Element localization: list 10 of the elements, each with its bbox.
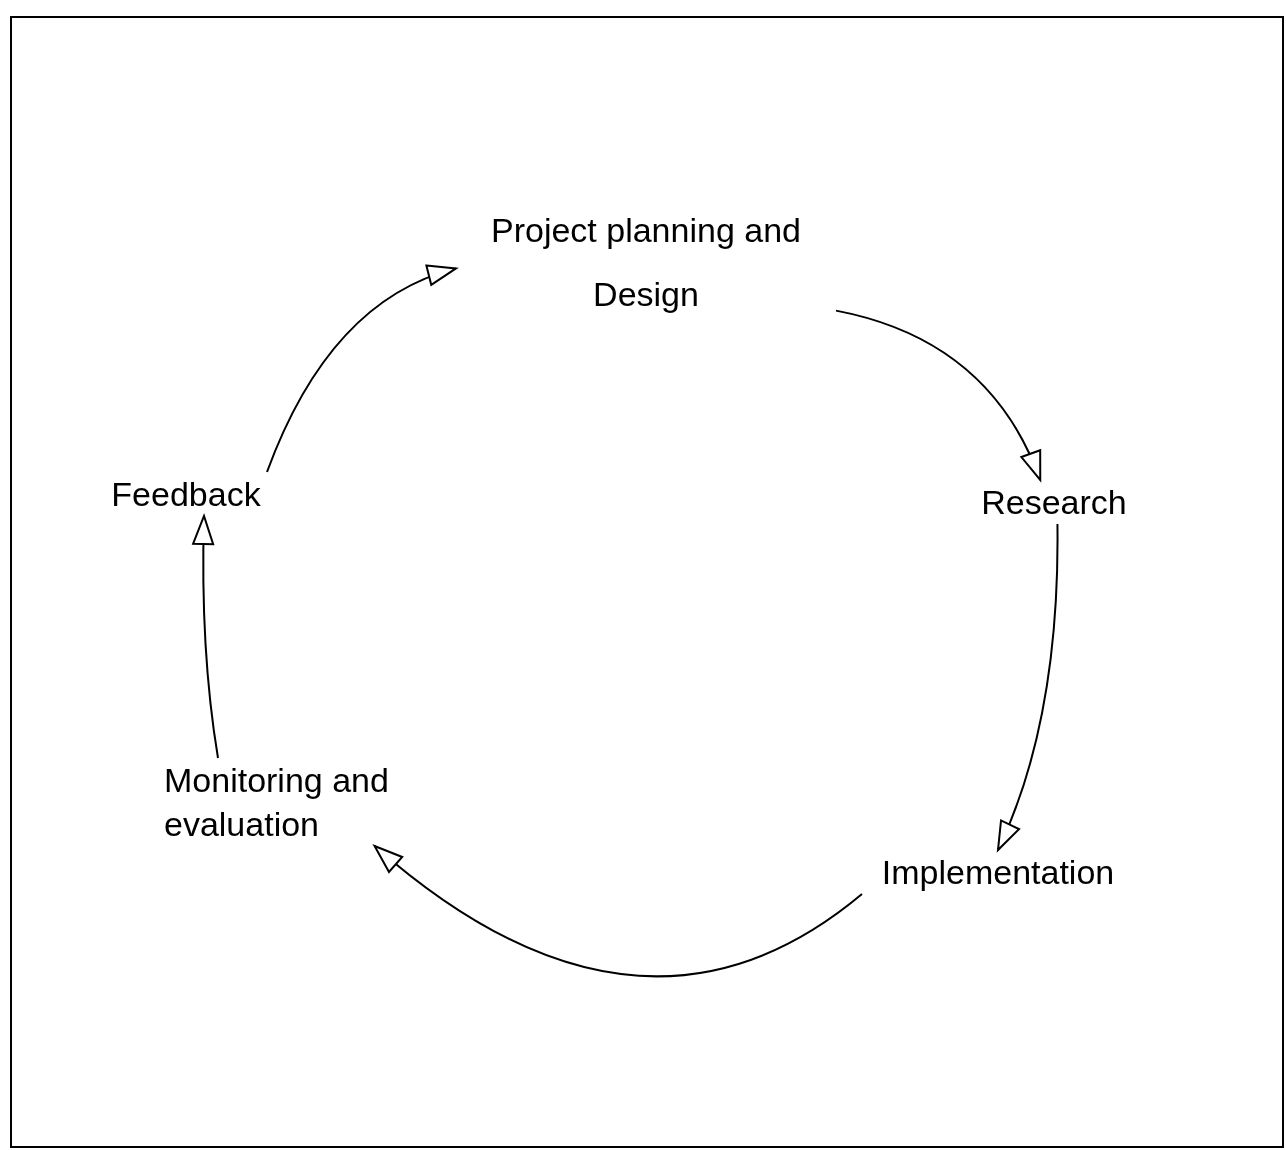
- step-label: Feedback: [110, 474, 262, 515]
- cycle-arrow: [373, 845, 863, 978]
- cycle-arrow: [997, 523, 1059, 851]
- step-label: Monitoring and evaluation: [164, 760, 390, 845]
- step-label: Implementation: [880, 852, 1116, 893]
- cycle-arrow: [192, 515, 219, 759]
- cycle-arrow: [835, 309, 1042, 481]
- cycle-arrow: [266, 265, 457, 473]
- step-label: Research: [980, 482, 1128, 523]
- step-label: Project planning and Design: [490, 210, 802, 315]
